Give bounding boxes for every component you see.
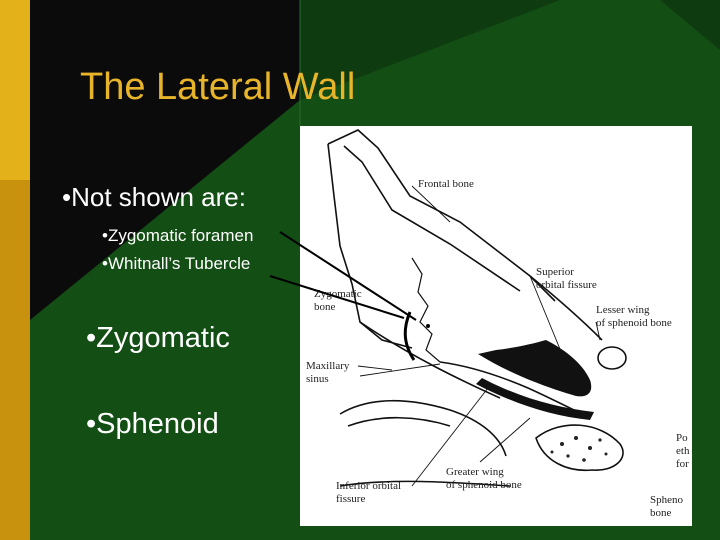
bullet-glyph: •	[86, 322, 96, 354]
label-zygomatic-1: Zygomatic	[314, 288, 362, 300]
label-post-2: eth	[676, 445, 689, 457]
label-post-1: Po	[676, 432, 688, 444]
sphenoid-body-outline	[536, 425, 623, 470]
sub-bullet-text: Whitnall’s Tubercle	[108, 254, 250, 273]
label-lesser-wing-2: of sphenoid bone	[596, 317, 672, 329]
label-inferior-1: Inferior orbital	[336, 480, 401, 492]
label-frontal-bone: Frontal bone	[418, 178, 474, 190]
suture-line	[412, 258, 440, 362]
sub-bullet-zygomatic-foramen: •Zygomatic foramen	[102, 226, 253, 246]
bullet-not-shown: •Not shown are:	[62, 182, 246, 213]
label-inferior-2: fissure	[336, 493, 365, 505]
bullet-glyph: •	[62, 182, 71, 212]
maxillary-sinus-inner	[348, 418, 450, 426]
background-gold-bar-highlight	[0, 0, 30, 180]
bullet-not-shown-text: Not shown are:	[71, 182, 246, 212]
frontal-bone-outline	[328, 130, 555, 301]
label-zygomatic-2: bone	[314, 301, 335, 313]
label-greater-wing-2: of sphenoid bone	[446, 479, 522, 491]
orbital-floor	[360, 322, 500, 398]
label-spheno-1: Spheno	[650, 494, 683, 506]
maxillary-sinus-outline	[340, 401, 506, 456]
anatomy-figure-lateral-orbital-wall: Frontal bone Superior orbital fissure Zy…	[300, 126, 692, 526]
label-superior-2: orbital fissure	[536, 279, 597, 291]
frontal-bone-inner	[344, 146, 520, 291]
slide-title: The Lateral Wall	[80, 66, 355, 109]
label-spheno-2: bone	[650, 507, 671, 519]
sub-bullet-whitnalls-tubercle: •Whitnall’s Tubercle	[102, 254, 250, 274]
bullet-zygomatic-text: Zygomatic	[96, 322, 230, 354]
label-superior-1: Superior	[536, 266, 574, 278]
bullet-sphenoid: •Sphenoid	[86, 408, 219, 441]
bullet-zygomatic: •Zygomatic	[86, 322, 230, 355]
bullet-sphenoid-text: Sphenoid	[96, 408, 219, 440]
lesser-wing-tip	[598, 347, 626, 369]
bullet-glyph: •	[86, 408, 96, 440]
label-maxillary-1: Maxillary	[306, 360, 349, 372]
sub-bullet-text: Zygomatic foramen	[108, 226, 254, 245]
label-post-3: for	[676, 458, 689, 470]
label-maxillary-2: sinus	[306, 373, 329, 385]
label-lesser-wing-1: Lesser wing	[596, 304, 649, 316]
label-greater-wing-1: Greater wing	[446, 466, 504, 478]
